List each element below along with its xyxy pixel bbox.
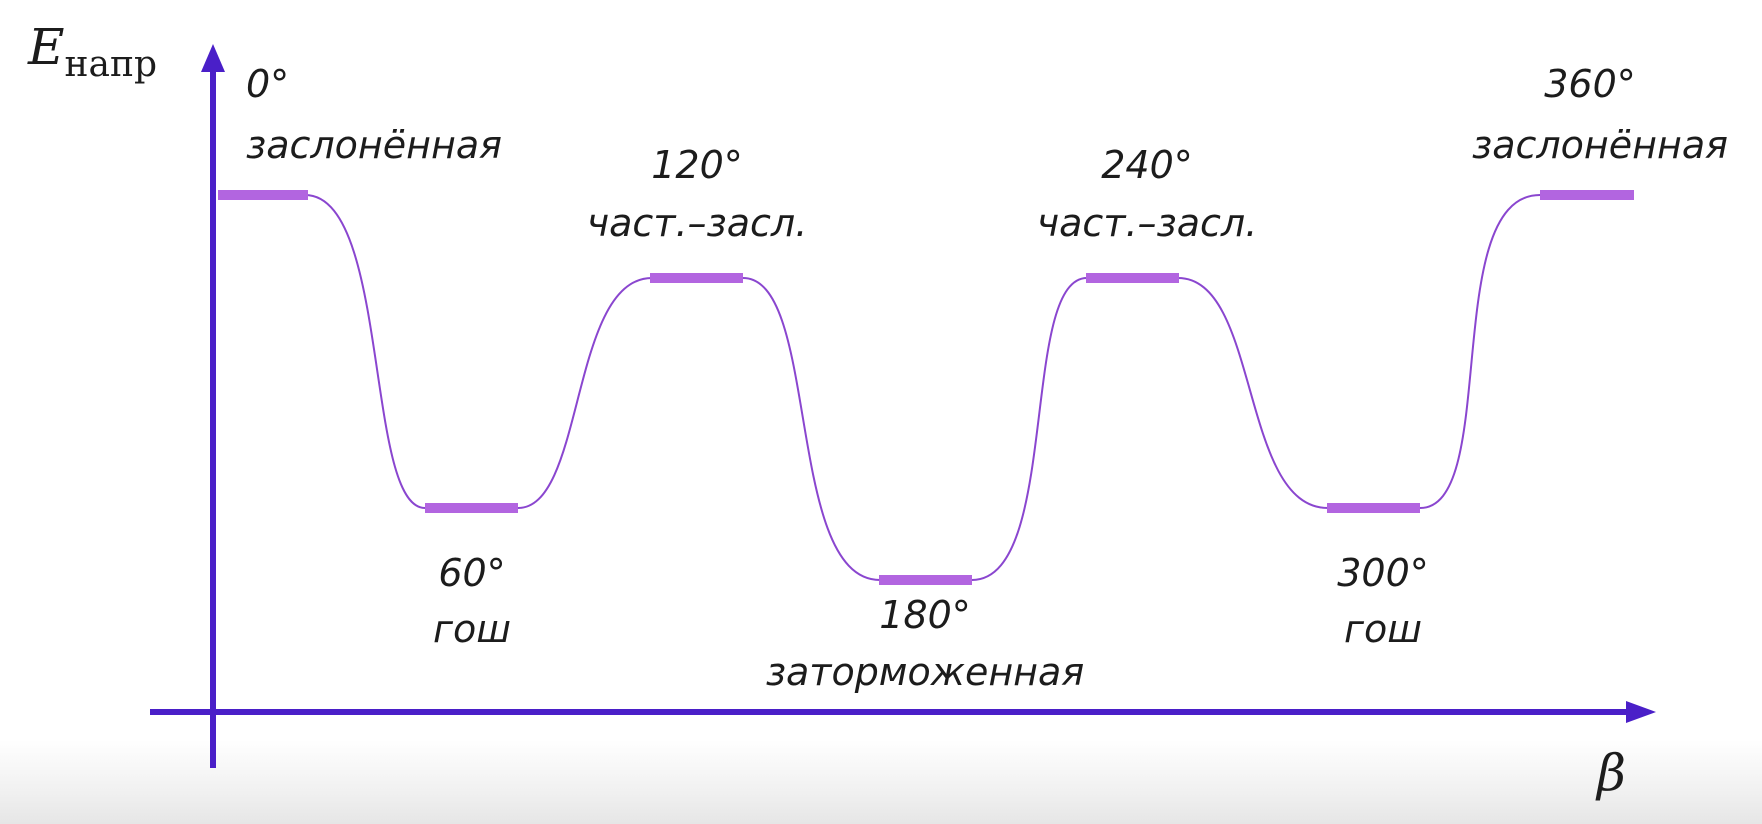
point-angle-0: 0°	[246, 62, 289, 106]
point-angle-300: 300°	[1337, 551, 1429, 595]
point-name-120: част.–засл.	[587, 201, 808, 245]
point-angle-60: 60°	[438, 551, 505, 595]
y-axis-label-main: E	[27, 18, 65, 76]
x-axis-label: β	[1595, 744, 1626, 802]
point-angle-120: 120°	[651, 143, 743, 187]
point-angle-180: 180°	[879, 593, 971, 637]
point-name-180: заторможенная	[766, 650, 1084, 694]
point-name-360: заслонённая	[1472, 123, 1728, 167]
point-name-300: гош	[1344, 607, 1422, 651]
point-name-60: гош	[433, 607, 511, 651]
point-angle-240: 240°	[1101, 143, 1193, 187]
point-name-240: част.–засл.	[1037, 201, 1258, 245]
point-name-0: заслонённая	[246, 123, 502, 167]
x-axis-arrow-icon	[1626, 701, 1656, 723]
y-axis-label: Eнапр	[27, 18, 157, 85]
y-axis-label-subscript: напр	[65, 44, 158, 85]
energy-curve	[218, 194, 1634, 581]
point-angle-360: 360°	[1544, 62, 1636, 106]
y-axis-arrow-icon	[201, 44, 225, 72]
